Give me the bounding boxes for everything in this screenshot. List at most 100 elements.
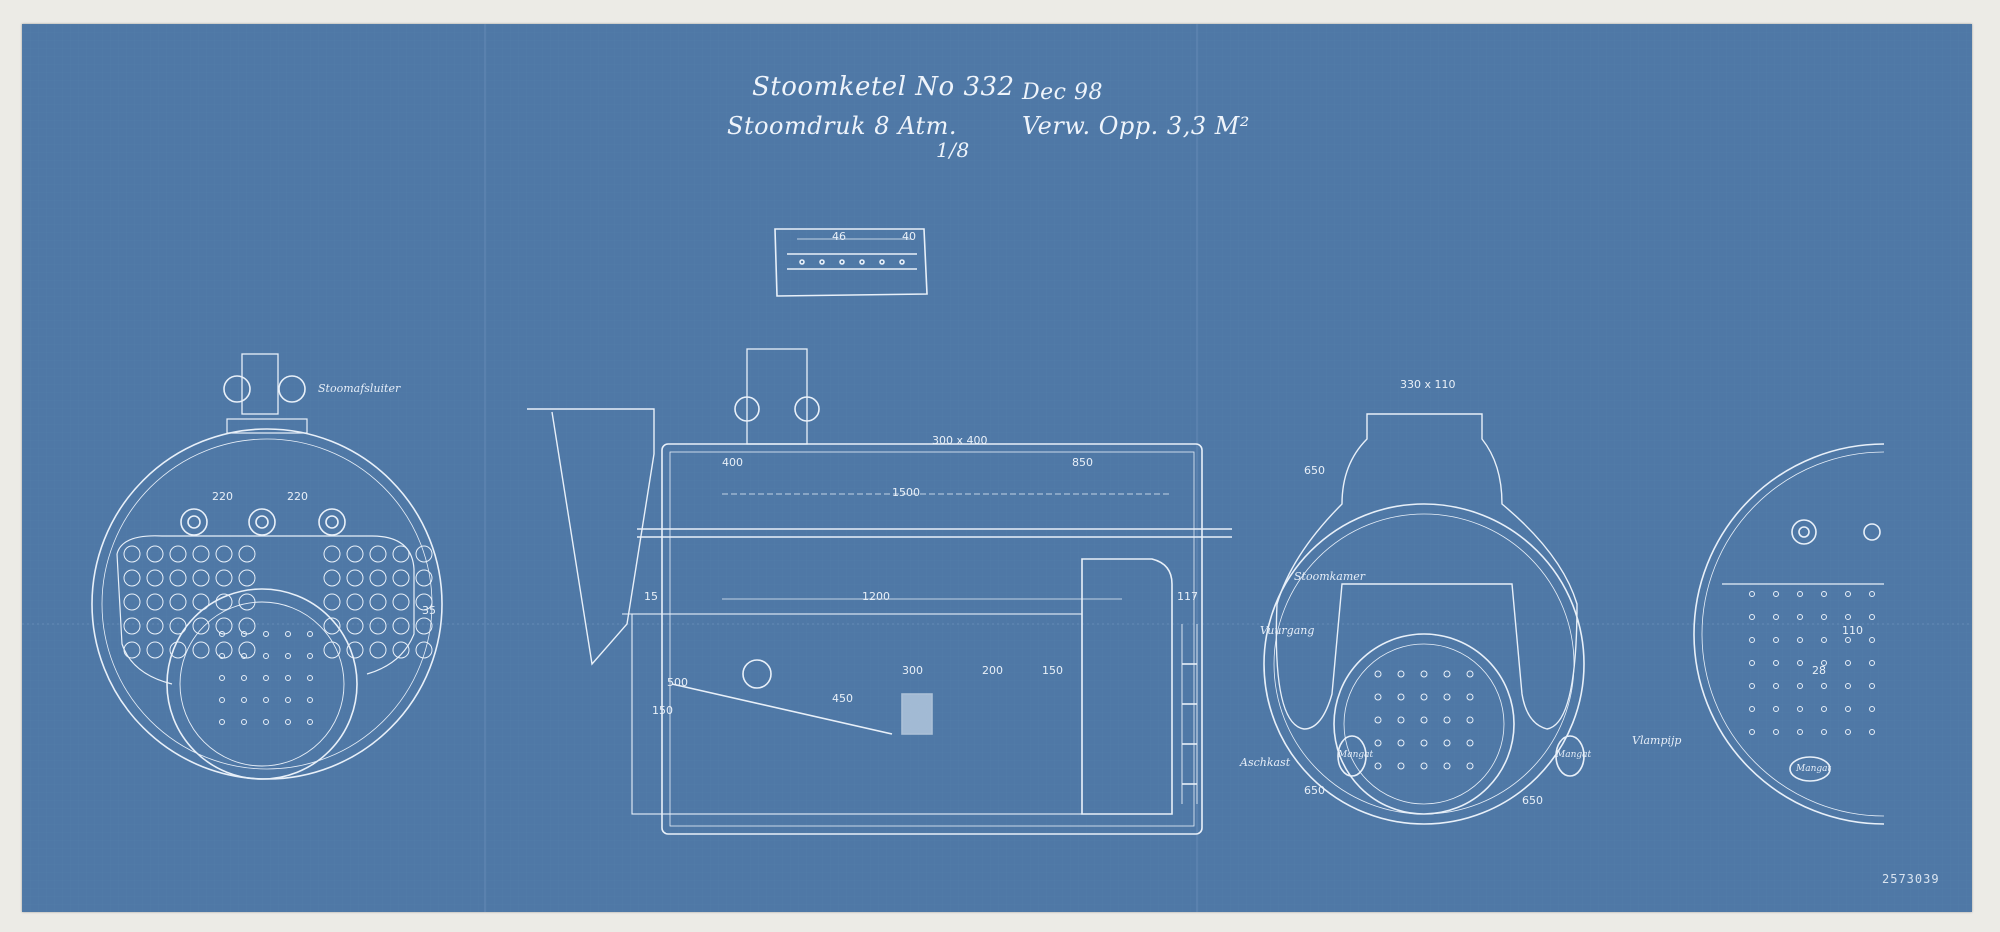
fire-tube	[415, 545, 433, 563]
fire-tube	[146, 641, 164, 659]
stay-hole	[219, 631, 225, 637]
stay-hole	[219, 653, 225, 659]
side-dim-3: 1500	[892, 486, 920, 499]
fire-tube	[146, 545, 164, 563]
right-end-view	[1263, 413, 1585, 825]
fire-tube	[238, 569, 256, 587]
stay-hole	[219, 719, 225, 725]
stay-hole	[1749, 706, 1755, 712]
stay-hole	[241, 631, 247, 637]
stay-hole	[1420, 670, 1428, 678]
stay-hole	[1466, 693, 1474, 701]
stay-hole	[1443, 693, 1451, 701]
fire-tube	[323, 617, 341, 635]
side-dim-0: 300 x 400	[932, 434, 988, 447]
right-label-1: Vuurgang	[1260, 624, 1315, 637]
fire-tube	[169, 569, 187, 587]
stay-hole	[1821, 683, 1827, 689]
fire-tube	[169, 641, 187, 659]
side-dim-12: 150	[1042, 664, 1063, 677]
left-dim-3: 35	[422, 604, 436, 617]
stay-hole	[1821, 729, 1827, 735]
fire-tube	[392, 545, 410, 563]
stay-hole	[263, 697, 269, 703]
right-hole-label-1: Mangat	[1556, 750, 1592, 760]
stay-hole	[1466, 762, 1474, 770]
fire-tube	[392, 641, 410, 659]
stay-hole	[307, 631, 313, 637]
stay-hole	[1420, 716, 1428, 724]
drawing-scale: 1/8	[936, 138, 970, 162]
stay-hole	[1397, 762, 1405, 770]
left-dim-1: 220	[212, 490, 233, 503]
fire-tube	[146, 593, 164, 611]
fire-tube	[192, 593, 210, 611]
stay-hole	[285, 631, 291, 637]
stay-hole	[1749, 683, 1755, 689]
stay-hole	[1466, 739, 1474, 747]
stay-hole	[1845, 729, 1851, 735]
fire-tube	[192, 545, 210, 563]
fire-tube	[192, 641, 210, 659]
fire-tube	[146, 569, 164, 587]
stay-hole	[241, 719, 247, 725]
drawing-date: Dec 98	[1022, 80, 1103, 105]
stay-hole	[1869, 683, 1875, 689]
stay-hole	[1869, 660, 1875, 666]
stay-hole	[1821, 614, 1827, 620]
drawing-title: Stoomketel No 332	[752, 72, 1015, 102]
stay-hole	[1797, 729, 1803, 735]
fire-tube	[146, 617, 164, 635]
stay-hole	[1797, 637, 1803, 643]
fire-tube	[415, 593, 433, 611]
stay-hole	[307, 653, 313, 659]
fire-tube	[369, 593, 387, 611]
far-right-hole-label: Mangat	[1796, 764, 1832, 774]
stay-hole	[307, 697, 313, 703]
fire-tube	[169, 593, 187, 611]
right-top-dim: 330 x 110	[1400, 378, 1456, 391]
stay-hole	[1773, 729, 1779, 735]
stay-hole	[1749, 729, 1755, 735]
stay-hole	[219, 675, 225, 681]
stay-hole	[1797, 683, 1803, 689]
stay-hole	[263, 631, 269, 637]
fire-tube	[215, 545, 233, 563]
stay-hole	[1749, 591, 1755, 597]
stay-hole	[1420, 739, 1428, 747]
left-dim-2: 220	[287, 490, 308, 503]
fire-tube	[392, 617, 410, 635]
fire-tube	[238, 593, 256, 611]
rivet-detail	[774, 228, 928, 297]
stay-hole	[285, 719, 291, 725]
stay-hole	[1374, 670, 1382, 678]
stay-hole	[307, 675, 313, 681]
stay-hole	[1466, 716, 1474, 724]
stay-hole	[263, 719, 269, 725]
stay-hole	[1773, 660, 1779, 666]
stay-hole	[1845, 637, 1851, 643]
fire-tube	[192, 569, 210, 587]
stay-hole	[1443, 739, 1451, 747]
stay-hole	[285, 653, 291, 659]
fire-tube	[238, 545, 256, 563]
right-dim-1: 650	[1304, 784, 1325, 797]
fire-tube	[123, 617, 141, 635]
stay-hole	[285, 697, 291, 703]
fire-tube	[346, 617, 364, 635]
blueprint-sheet: Stoomketel No 332 Dec 98 Stoomdruk 8 Atm…	[22, 24, 1972, 912]
far-right-view	[1693, 443, 1885, 825]
right-label-2: Vlampijp	[1632, 734, 1682, 747]
side-dim-10: 150	[652, 704, 673, 717]
stay-hole	[1845, 591, 1851, 597]
fire-tube	[123, 593, 141, 611]
stay-hole	[1869, 729, 1875, 735]
archive-number: 2573039	[1882, 872, 1940, 886]
stay-hole	[307, 719, 313, 725]
stay-hole	[1397, 693, 1405, 701]
fire-tube	[369, 617, 387, 635]
stay-hole	[1797, 660, 1803, 666]
stay-hole	[1797, 706, 1803, 712]
stay-hole	[241, 675, 247, 681]
stay-hole	[1821, 637, 1827, 643]
